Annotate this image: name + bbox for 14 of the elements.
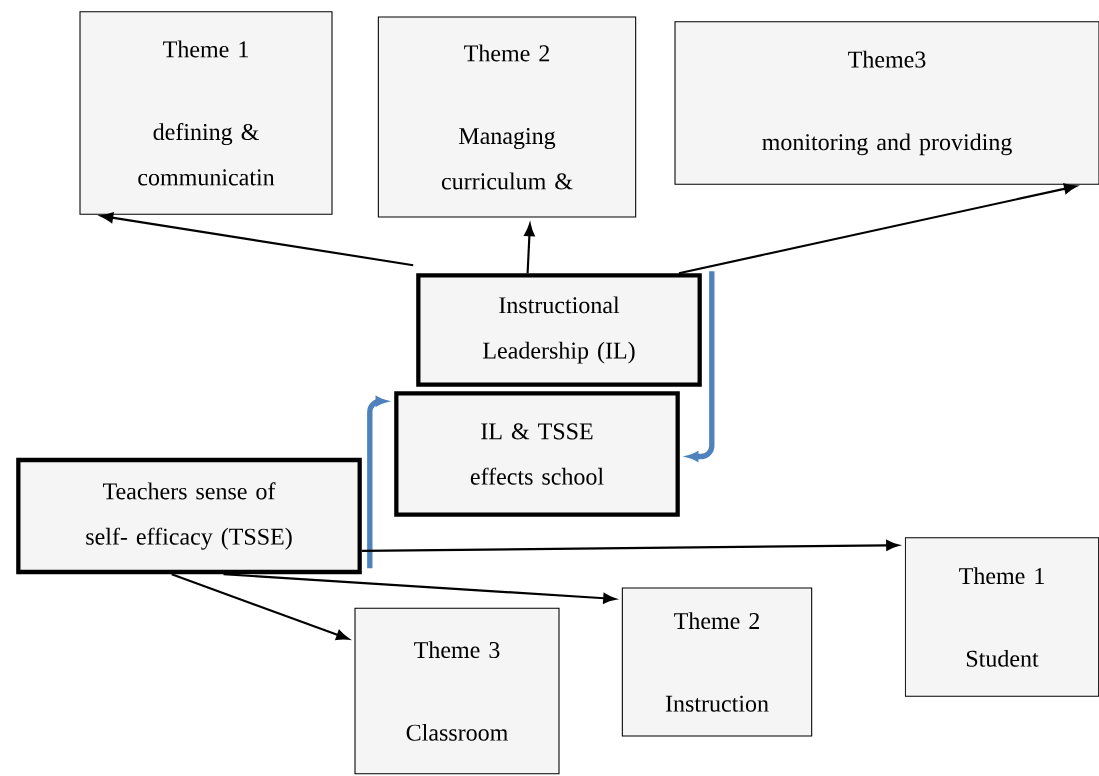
arrow (223, 573, 616, 604)
theme-box: IL & TSSE effects school (394, 391, 680, 517)
theme-box: Theme 1 defining & communicatin (79, 11, 333, 215)
theme-box: Theme3 monitoring and providing (674, 21, 1099, 185)
theme-box: Theme 2 Instruction (621, 587, 813, 737)
arrow (171, 573, 349, 640)
arrow (524, 223, 535, 274)
theme-box: Theme 1 Student (904, 537, 1099, 697)
theme-box: Teachers sense of self- efficacy (TSSE) (16, 457, 362, 575)
theme-box: Instructional Leadership (IL) (416, 273, 702, 387)
theme-box: Theme 3 Classroom (354, 607, 560, 775)
arrow (361, 540, 899, 552)
arrow (100, 212, 414, 267)
theme-box: Theme 2 Managing curriculum & (377, 16, 637, 218)
